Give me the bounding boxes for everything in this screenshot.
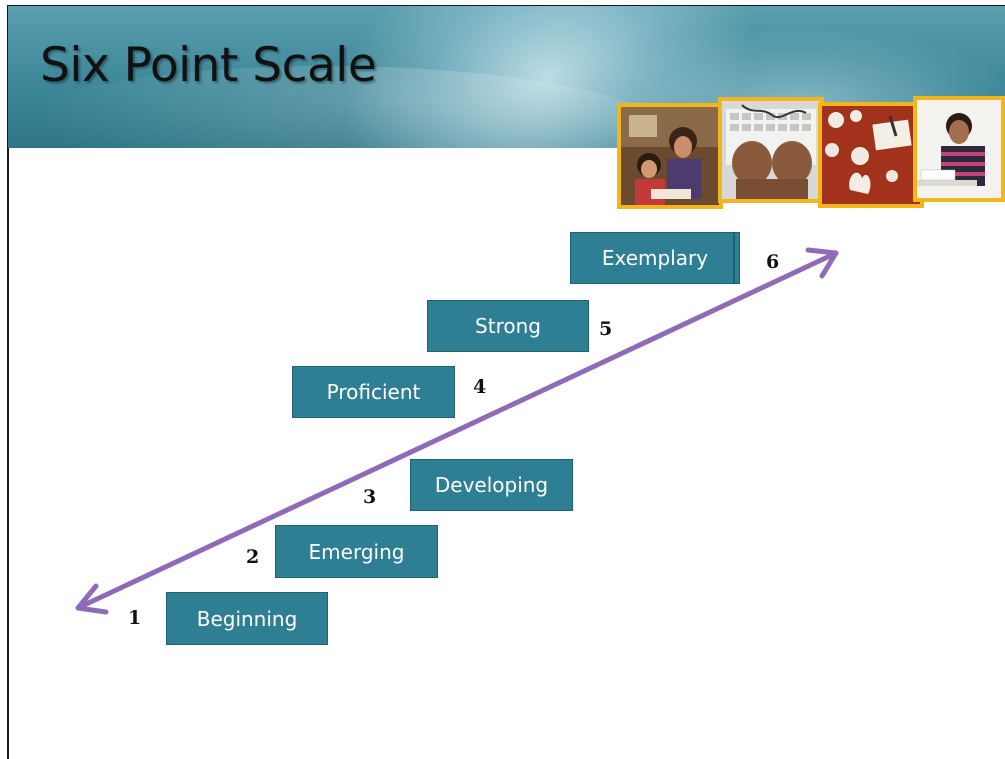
level-number-5: 5 bbox=[599, 318, 613, 340]
level-box-beginning: Beginning bbox=[166, 592, 328, 645]
level-box-developing: Developing bbox=[410, 459, 573, 511]
student-writing-photo bbox=[913, 96, 1005, 202]
level-box-emerging: Emerging bbox=[275, 525, 438, 578]
slide-border-top bbox=[0, 0, 1005, 6]
level-number-1: 1 bbox=[128, 607, 142, 629]
level-number-2: 2 bbox=[246, 546, 260, 568]
level-number-4: 4 bbox=[473, 376, 487, 398]
level-box-exemplary: Exemplary bbox=[570, 232, 740, 284]
level-number-6: 6 bbox=[766, 251, 780, 273]
level-box-exemplary-edge bbox=[733, 232, 735, 284]
level-box-proficient: Proficient bbox=[292, 366, 455, 418]
level-number-3: 3 bbox=[363, 486, 377, 508]
keyboard-typing-photo bbox=[718, 97, 824, 203]
level-box-strong: Strong bbox=[427, 300, 589, 352]
slide-title: Six Point Scale bbox=[40, 38, 377, 93]
slide-border-left bbox=[7, 6, 9, 759]
